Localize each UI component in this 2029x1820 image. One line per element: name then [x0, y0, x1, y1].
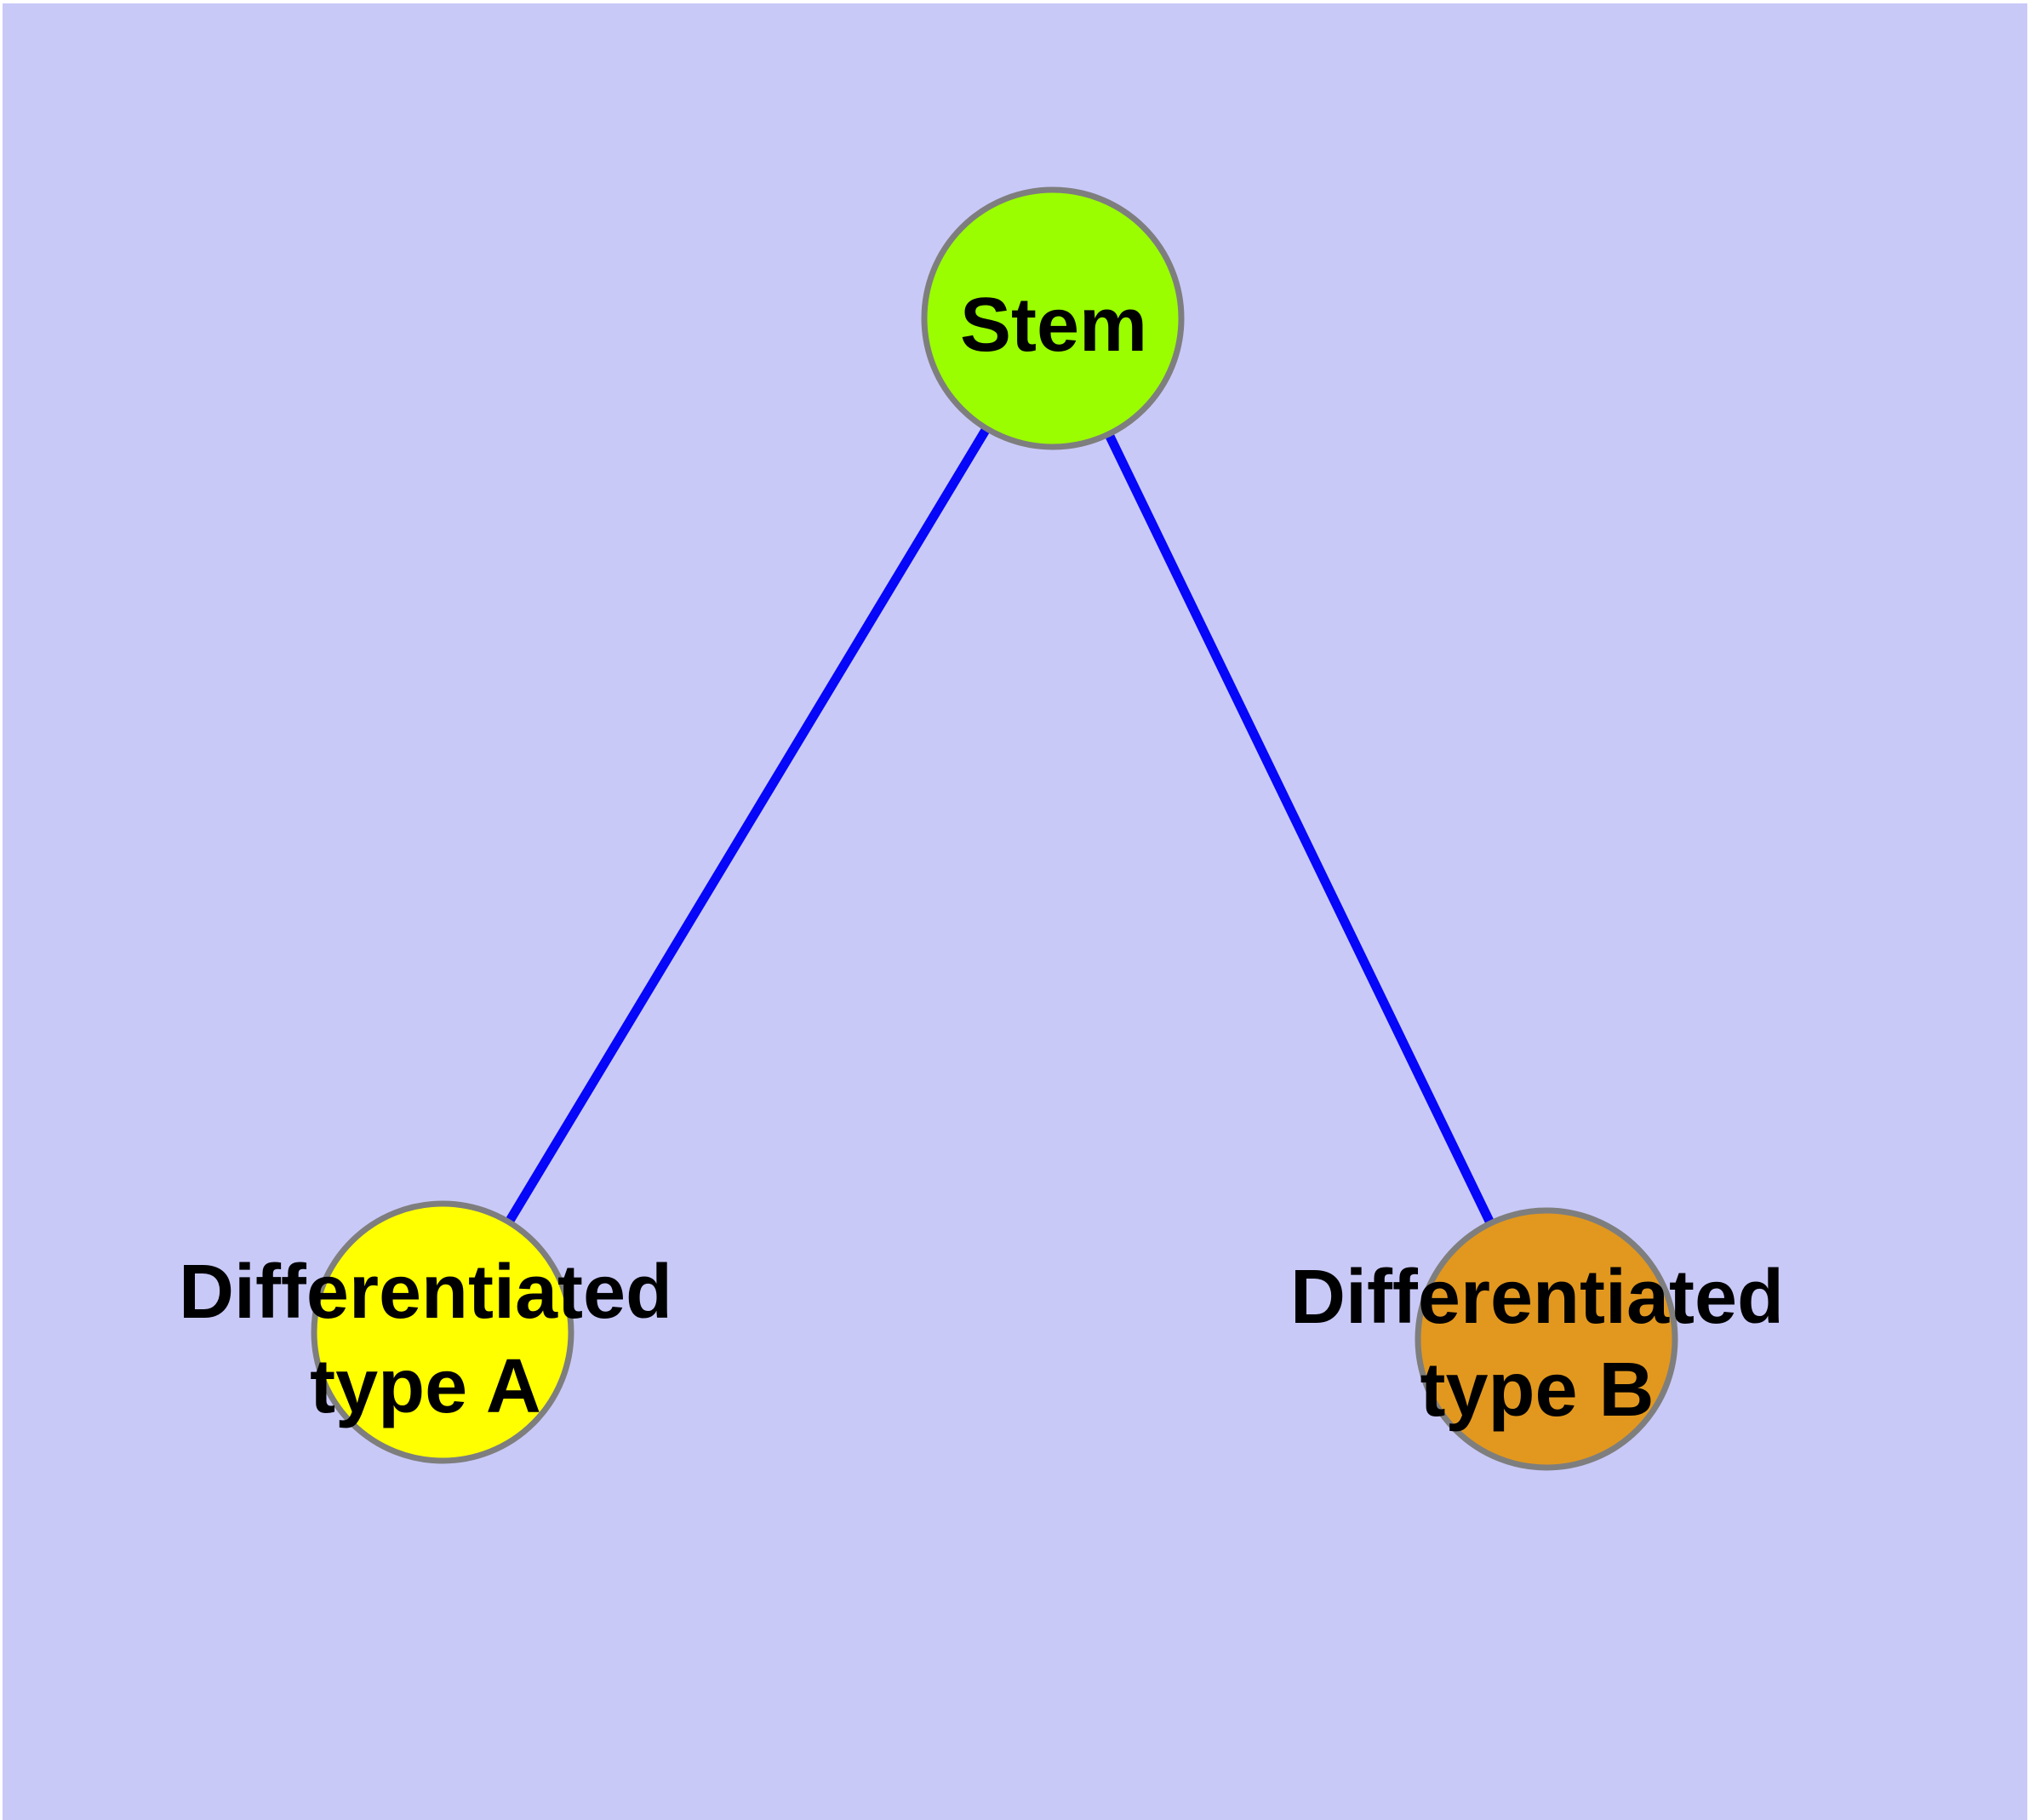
node-differentiated-type-b: Differentiated type B — [1290, 1207, 1784, 1471]
edges — [437, 313, 1552, 1344]
node-stem: Stem — [921, 186, 1185, 450]
stem-node-label: Stem — [960, 283, 1147, 368]
type-a-node-circle — [311, 1200, 574, 1464]
edge-stem-to-type-b — [1048, 313, 1552, 1344]
type-a-node-label-line2: type A — [310, 1344, 541, 1429]
node-differentiated-type-a: Differentiated type A — [179, 1200, 672, 1464]
type-a-node-label-line1: Differentiated — [179, 1250, 672, 1335]
stem-node-circle — [921, 186, 1185, 450]
type-b-node-label-line1: Differentiated — [1290, 1255, 1784, 1340]
edge-stem-to-type-a — [437, 313, 1058, 1337]
type-b-node-circle — [1415, 1207, 1678, 1471]
type-b-node-label-line2: type B — [1420, 1348, 1654, 1433]
